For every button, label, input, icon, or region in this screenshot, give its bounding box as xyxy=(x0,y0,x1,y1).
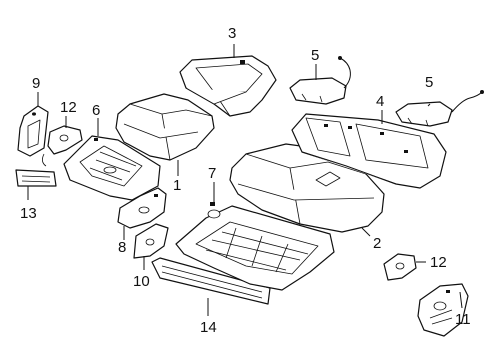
callout-12-left: 12 xyxy=(60,99,77,116)
bracket-part-9 xyxy=(17,105,49,157)
front-seat-frame-part xyxy=(63,135,161,201)
front-seat-cushion-part xyxy=(115,93,215,161)
callout-4: 4 xyxy=(376,93,384,110)
seat-cushion-upper-part xyxy=(179,55,277,117)
rear-seat-cushion-part xyxy=(229,143,385,233)
callout-9: 9 xyxy=(32,75,40,92)
callout-7: 7 xyxy=(208,165,216,182)
callout-3: 3 xyxy=(228,25,236,42)
trim-panel-part-13 xyxy=(15,169,57,187)
wire-end-left xyxy=(338,56,342,60)
callout-11: 11 xyxy=(455,311,471,328)
callout-6: 6 xyxy=(92,102,100,119)
callout-10: 10 xyxy=(133,273,150,290)
callout-1: 1 xyxy=(173,177,181,194)
headrest-wire-left xyxy=(339,57,351,89)
callout-8: 8 xyxy=(118,239,126,256)
hinge-bracket-part-12-left xyxy=(42,125,83,167)
callout-12-right: 12 xyxy=(430,254,447,271)
headrest-part-5-right xyxy=(395,101,453,127)
wire-end-right xyxy=(480,90,484,94)
callout-14: 14 xyxy=(200,319,217,336)
callout-5-right: 5 xyxy=(425,74,433,91)
bracket-part-10 xyxy=(133,223,169,259)
headrest-wire-right xyxy=(451,91,483,113)
callout-13: 13 xyxy=(20,205,37,222)
headrest-part-5-left xyxy=(289,77,347,105)
rear-seat-frame-part xyxy=(175,202,335,291)
recliner-mechanism-part-11 xyxy=(417,283,469,337)
leader-lines xyxy=(27,44,463,316)
rear-seat-back-part xyxy=(291,113,447,189)
callout-2: 2 xyxy=(373,235,381,252)
bracket-part-8 xyxy=(117,187,167,229)
callout-5-left: 5 xyxy=(311,47,319,64)
long-trim-panel-part-14 xyxy=(151,257,271,305)
hinge-bracket-part-12-right xyxy=(383,253,417,281)
